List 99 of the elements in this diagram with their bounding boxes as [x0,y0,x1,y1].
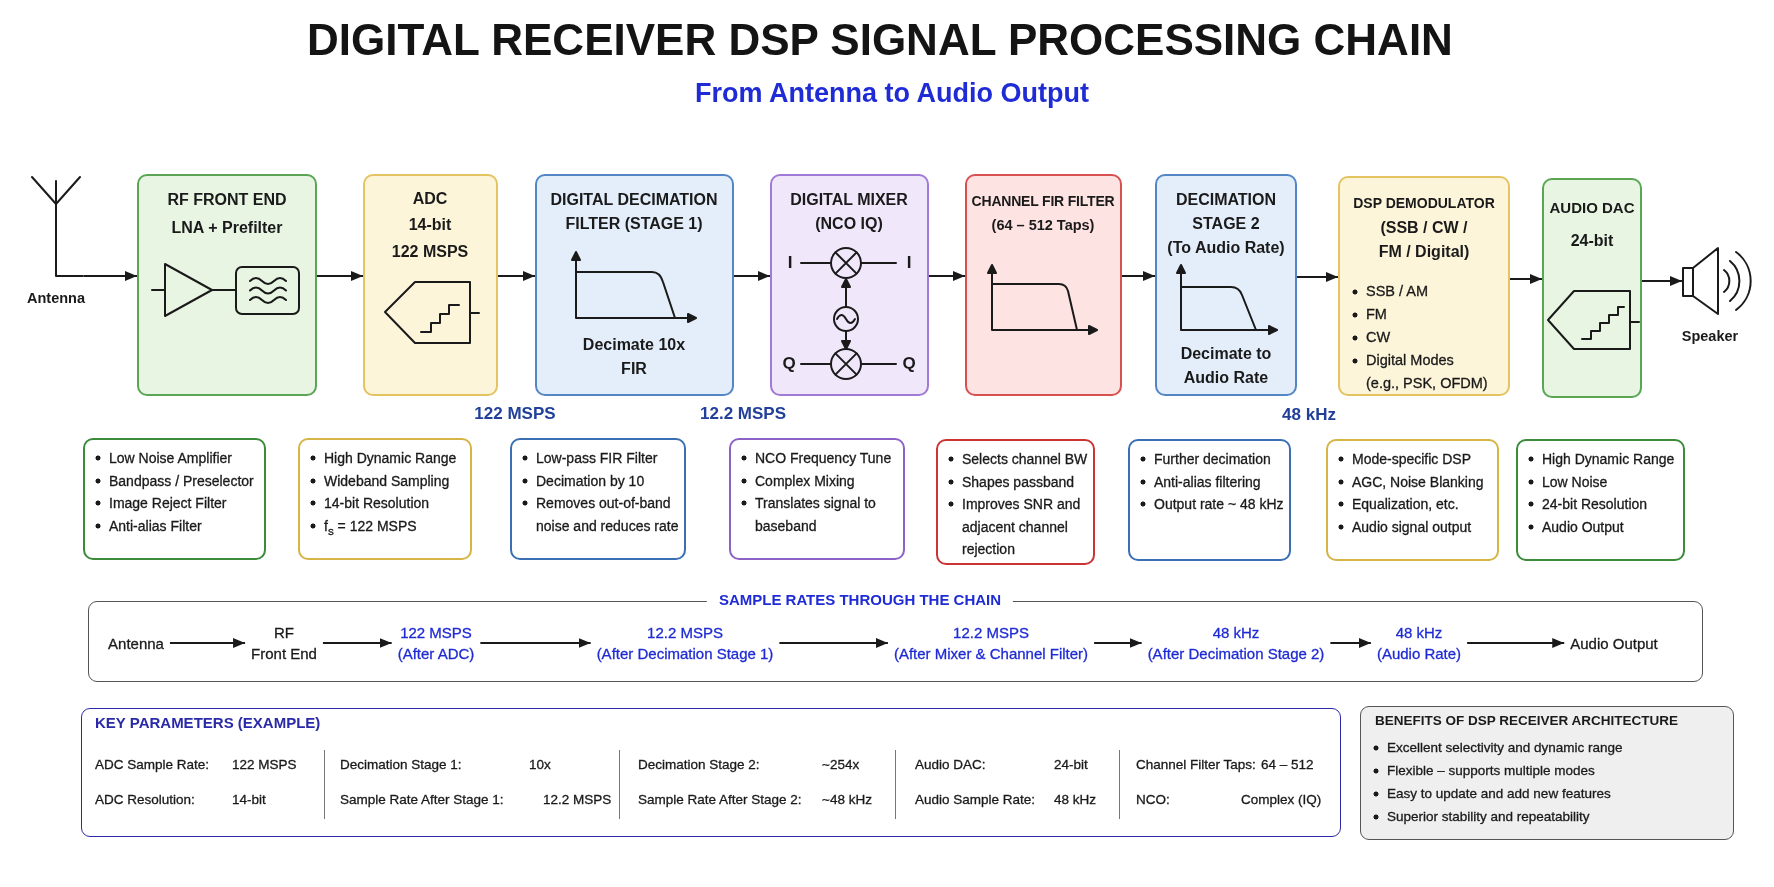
box-title: CHANNEL FIR FILTER [971,192,1115,211]
box-note: Decimate to Audio Rate [1179,344,1273,388]
parameter-value: ~254x [822,756,860,774]
notes-panel [1128,439,1291,561]
process-box [965,174,1122,396]
box-subtitle: (To Audio Rate) [1167,238,1285,258]
parameter-value: 12.2 MSPS [543,791,612,809]
section-heading: BENEFITS OF DSP RECEIVER ARCHITECTURE [1375,712,1679,730]
box-subtitle: 24-bit [1570,231,1614,251]
parameter-name: Decimation Stage 2: [638,756,760,774]
process-box [535,174,734,396]
stage-label: RF [273,623,295,643]
parameter-value: 10x [529,756,551,774]
box-title: DIGITAL MIXER [790,190,908,210]
notes-panel [936,439,1095,565]
arrow [479,638,592,648]
box-subtitle: 122 MSPS [391,242,469,262]
parameter-name: Channel Filter Taps: [1136,756,1256,774]
box-subtitle: (NCO IQ) [815,214,883,234]
sample-rate: 12.2 MSPS [952,623,1030,643]
notes-panel [510,438,686,560]
arrow [1509,274,1543,284]
rate-note: (After Mixer & Channel Filter) [893,644,1089,664]
arrow [497,271,536,281]
box-title: RF FRONT END [167,190,287,210]
parameter-name: Audio DAC: [915,756,986,774]
arrow [733,271,771,281]
arrow [1329,638,1372,648]
stage-label: Audio Output [1570,633,1658,654]
title: DIGITAL RECEIVER DSP SIGNAL PROCESSING CHAIN [307,15,1453,65]
sample-rate: 122 MSPS [399,623,473,643]
box-subtitle: (SSB / CW / FM / Digital) [1377,218,1471,262]
rate-label: 122 MSPS [474,403,556,425]
arrow [1296,272,1339,282]
parameter-name: ADC Resolution: [95,791,195,809]
arrow [1093,638,1143,648]
parameter-value: 48 kHz [1054,791,1097,809]
parameter-value: Complex (IQ) [1241,791,1322,809]
sample-rate: 48 kHz [1394,623,1444,643]
process-box [770,174,929,396]
icon-caption: Speaker [1681,327,1739,346]
box-title: DIGITAL DECIMATION FILTER (STAGE 1) [549,190,719,234]
process-box [1338,176,1510,396]
stage-label: Front End [251,644,317,664]
arrow [321,638,393,648]
subtitle: From Antenna to Audio Output [695,77,1089,109]
parameter-value: 122 MSPS [232,756,297,774]
process-box [137,174,317,396]
stage-label: Antenna [108,633,164,654]
rate-note: (After Decimation Stage 2) [1147,644,1325,664]
notes-panel [1516,439,1685,561]
rate-label: 48 kHz [1282,404,1336,426]
box-subtitle: LNA + Prefilter [171,218,283,238]
process-box [1155,174,1297,396]
rate-note: (Audio Rate) [1376,644,1462,664]
benefits-panel [1360,706,1734,840]
arrow [316,271,364,281]
rate-note: (After Decimation Stage 1) [596,644,774,664]
process-box [1542,178,1642,398]
signal-label: I [906,252,912,274]
arrow [168,638,247,648]
parameter-name: Audio Sample Rate: [915,791,1036,809]
process-box [363,174,498,396]
signal-label: I [787,252,793,274]
box-title: DSP DEMODULATOR [1353,194,1495,213]
parameter-value: 64 – 512 [1261,756,1314,774]
box-subtitle: 14-bit [408,215,452,235]
notes-panel [729,438,905,560]
notes-panel [298,438,472,560]
parameter-name: Sample Rate After Stage 2: [638,791,802,809]
box-title: DECIMATION STAGE 2 [1174,190,1278,234]
box-subtitle: (64 – 512 Taps) [991,216,1095,235]
signal-label: Q [902,353,916,375]
arrow [1121,271,1156,281]
parameter-name: NCO: [1136,791,1170,809]
parameter-value: ~48 kHz [822,791,872,809]
parameter-value: 24-bit [1054,756,1088,774]
box-title: ADC [412,189,448,209]
parameter-name: Sample Rate After Stage 1: [340,791,504,809]
notes-panel [83,438,266,560]
section-heading: KEY PARAMETERS (EXAMPLE) [95,713,321,733]
notes-panel [1326,439,1499,561]
signal-label: Q [782,353,796,375]
arrow [778,638,889,648]
parameter-value: 14-bit [232,791,266,809]
parameter-name: ADC Sample Rate: [95,756,210,774]
arrow [1466,638,1566,648]
arrow [83,271,138,281]
rate-note: (After ADC) [397,644,475,664]
box-title: AUDIO DAC [1549,198,1635,218]
arrow [1641,276,1683,286]
sample-rate: 12.2 MSPS [646,623,724,643]
parameters-panel [81,708,1341,837]
rate-label: 12.2 MSPS [700,403,786,425]
sample-rate: 48 kHz [1211,623,1261,643]
arrow [928,271,966,281]
box-note: Decimate 10x FIR [581,335,687,379]
parameter-name: Decimation Stage 1: [340,756,462,774]
icon-caption: Antenna [27,289,85,308]
